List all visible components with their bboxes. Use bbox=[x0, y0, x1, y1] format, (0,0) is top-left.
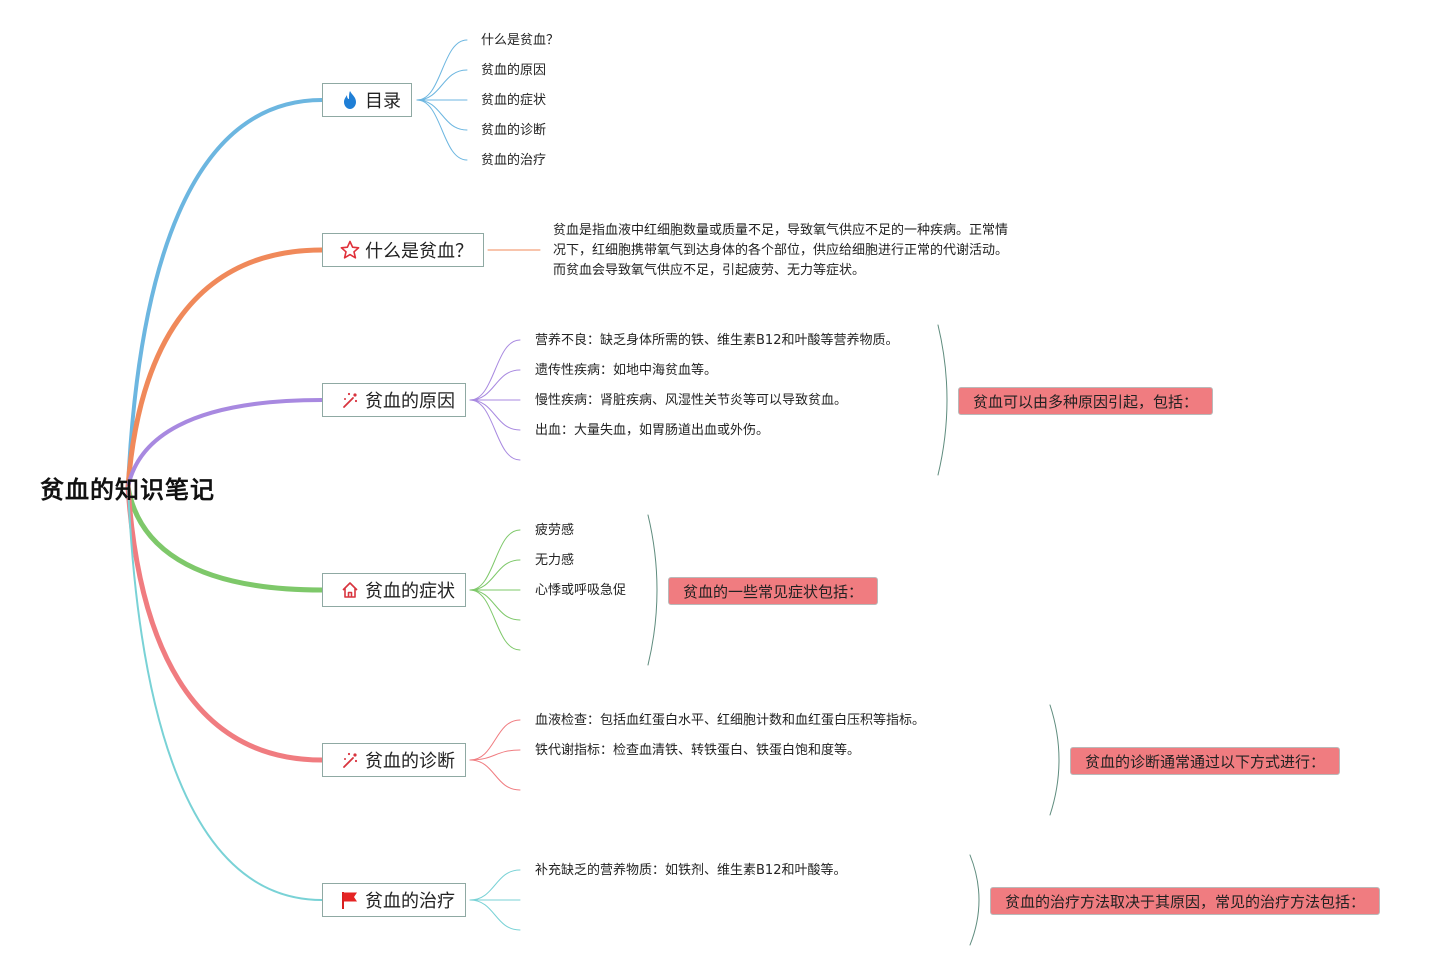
branch-label: 贫血的治疗 bbox=[365, 891, 455, 912]
toc-item[interactable]: 什么是贫血？ bbox=[481, 33, 560, 48]
branch-diagnosis[interactable]: 贫血的诊断 bbox=[322, 743, 466, 777]
branch-label: 贫血的诊断 bbox=[365, 751, 455, 772]
branch-connector bbox=[126, 98, 324, 489]
symptom-item[interactable]: 无力感 bbox=[535, 553, 575, 568]
branch-connector bbox=[127, 486, 323, 901]
toc-connector bbox=[416, 99, 468, 131]
cause-connector bbox=[469, 369, 521, 401]
diagnosis-item[interactable]: 铁代谢指标：检查血清铁、转铁蛋白、铁蛋白饱和度等。 bbox=[535, 743, 861, 758]
cause-item[interactable]: 营养不良：缺乏身体所需的铁、维生素B12和叶酸等营养物质。 bbox=[535, 333, 899, 348]
definition-line: 况下，红细胞携带氧气到达身体的各个部位，供应给细胞进行正常的代谢活动。 bbox=[553, 243, 1009, 258]
branch-what-is-anemia[interactable]: 什么是贫血？ bbox=[322, 233, 484, 267]
branch-connector bbox=[125, 484, 325, 593]
symptom-item[interactable]: 疲劳感 bbox=[535, 523, 575, 538]
branch-label: 目录 bbox=[365, 91, 401, 112]
toc-item[interactable]: 贫血的症状 bbox=[481, 93, 547, 108]
toc-connector bbox=[416, 69, 468, 101]
toc-item[interactable]: 贫血的原因 bbox=[481, 63, 547, 78]
toc-item[interactable]: 贫血的治疗 bbox=[481, 153, 547, 168]
branch-label: 贫血的原因 bbox=[365, 391, 455, 412]
cause-connector bbox=[469, 399, 521, 461]
toc-connector bbox=[416, 39, 468, 101]
cause-item[interactable]: 遗传性疾病：如地中海贫血等。 bbox=[535, 363, 718, 378]
diagnosis-bracket bbox=[1049, 704, 1060, 816]
cause-connector bbox=[469, 339, 521, 401]
diagnosis-summary[interactable]: 贫血的诊断通常通过以下方式进行： bbox=[1070, 747, 1341, 775]
flame-icon bbox=[339, 89, 361, 111]
branch-connector bbox=[126, 398, 324, 489]
home-icon bbox=[339, 579, 361, 601]
symptom-item[interactable]: 心悸或呼吸急促 bbox=[535, 583, 627, 598]
branch-label: 贫血的症状 bbox=[365, 581, 455, 602]
root-topic[interactable]: 贫血的知识笔记 bbox=[40, 476, 215, 504]
diagnosis-item[interactable]: 血液检查：包括血红蛋白水平、红细胞计数和血红蛋白压积等指标。 bbox=[535, 713, 926, 728]
symptom-connector bbox=[469, 529, 521, 591]
star-icon bbox=[339, 239, 361, 261]
causes-summary[interactable]: 贫血可以由多种原因引起，包括： bbox=[958, 387, 1214, 415]
definition-text[interactable]: 贫血是指血液中红细胞数量或质量不足，导致氧气供应不足的一种疾病。正常情 况下，红… bbox=[553, 221, 1053, 281]
branch-label: 什么是贫血？ bbox=[365, 241, 473, 262]
treatment-item[interactable]: 补充缺乏的营养物质：如铁剂、维生素B12和叶酸等。 bbox=[535, 863, 847, 878]
diagnosis-connector bbox=[469, 759, 521, 791]
symptom-connector bbox=[469, 559, 521, 591]
symptoms-summary[interactable]: 贫血的一些常见症状包括： bbox=[668, 577, 879, 605]
diagnosis-connector bbox=[469, 719, 521, 761]
definition-line: 贫血是指血液中红细胞数量或质量不足，导致氧气供应不足的一种疾病。正常情 bbox=[553, 223, 1009, 238]
branch-causes[interactable]: 贫血的原因 bbox=[322, 383, 466, 417]
branch-connector bbox=[125, 247, 325, 490]
symptom-connector bbox=[469, 589, 521, 621]
flag-icon bbox=[339, 889, 361, 911]
diagnosis-connector bbox=[469, 749, 521, 761]
treatment-bracket bbox=[969, 854, 980, 946]
branch-treatment[interactable]: 贫血的治疗 bbox=[322, 883, 466, 917]
causes-bracket bbox=[937, 324, 948, 476]
treatment-connector bbox=[469, 869, 521, 901]
branch-toc[interactable]: 目录 bbox=[322, 83, 412, 117]
definition-line: 而贫血会导致氧气供应不足，引起疲劳、无力等症状。 bbox=[553, 263, 866, 278]
toc-connector bbox=[416, 99, 468, 161]
cause-item[interactable]: 出血：大量失血，如胃肠道出血或外伤。 bbox=[535, 423, 770, 438]
treatment-summary[interactable]: 贫血的治疗方法取决于其原因，常见的治疗方法包括： bbox=[990, 887, 1381, 915]
branch-symptoms[interactable]: 贫血的症状 bbox=[322, 573, 466, 607]
symptoms-bracket bbox=[647, 514, 658, 666]
sparkle-icon bbox=[339, 749, 361, 771]
treatment-connector bbox=[469, 899, 521, 931]
symptom-connector bbox=[469, 589, 521, 651]
branch-connector bbox=[125, 484, 325, 763]
sparkle-icon bbox=[339, 389, 361, 411]
toc-item[interactable]: 贫血的诊断 bbox=[481, 123, 547, 138]
cause-item[interactable]: 慢性疾病：肾脏疾病、风湿性关节炎等可以导致贫血。 bbox=[535, 393, 848, 408]
cause-connector bbox=[469, 399, 521, 431]
